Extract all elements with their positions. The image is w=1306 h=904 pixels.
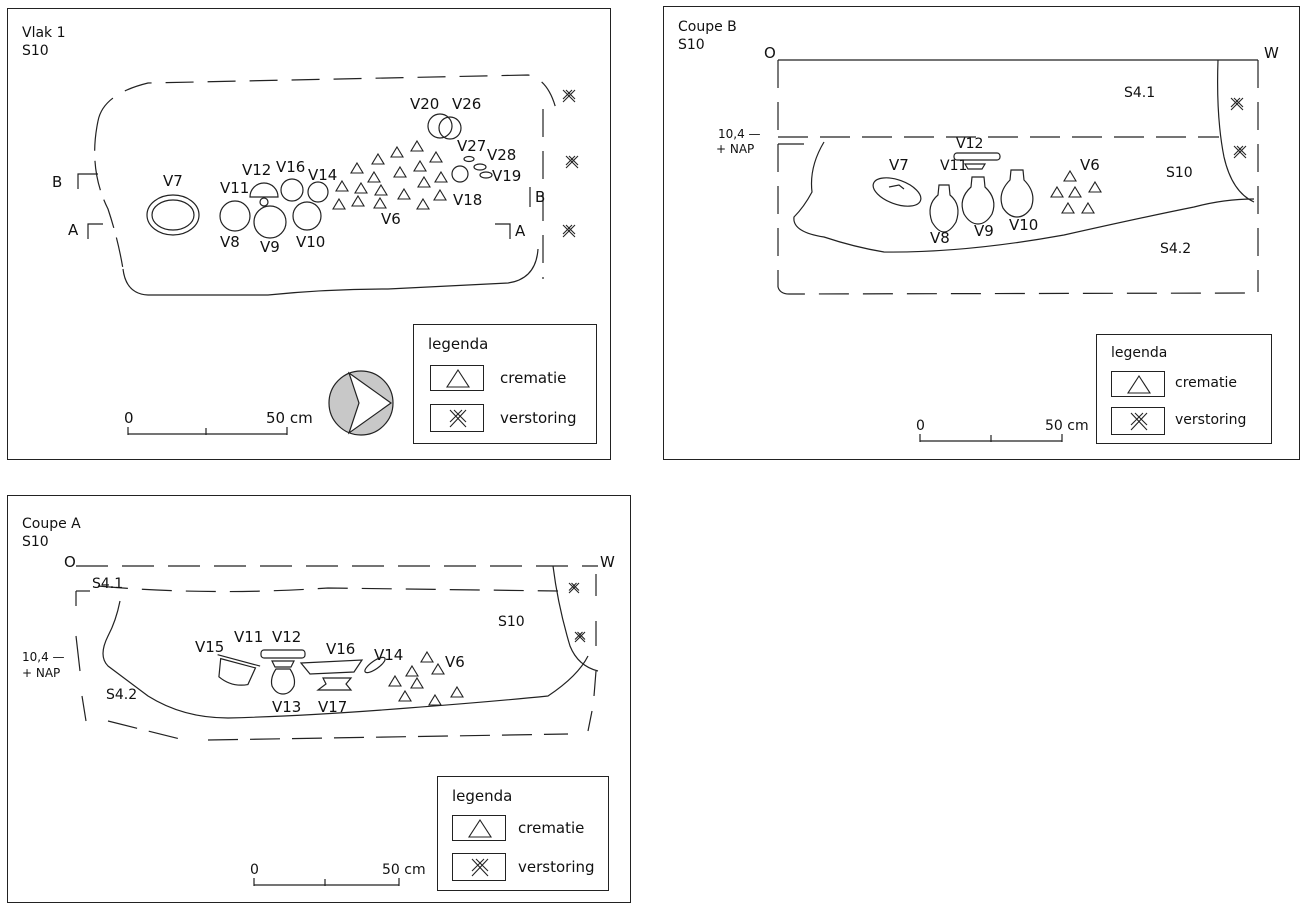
plan-title: Vlak 1 bbox=[22, 25, 66, 41]
coupe-a-label-v14: V14 bbox=[374, 646, 403, 664]
coupe-b-label-v11: V11 bbox=[940, 158, 967, 174]
legend-title: legenda bbox=[1111, 345, 1168, 361]
coupe-a-label-o: O bbox=[64, 553, 76, 571]
legend-label-crematie: crematie bbox=[518, 819, 585, 837]
coupe-a-label-v11: V11 bbox=[234, 628, 263, 646]
legend-label-verstoring: verstoring bbox=[518, 858, 595, 876]
legend-label-verstoring: verstoring bbox=[1175, 412, 1247, 428]
coupe-a-label-w: W bbox=[600, 553, 615, 571]
plan-label-v26: V26 bbox=[452, 95, 481, 113]
plan-label-v20: V20 bbox=[410, 95, 439, 113]
coupe-b-label-s4-1: S4.1 bbox=[1124, 85, 1155, 101]
plan-label-v9: V9 bbox=[260, 238, 280, 256]
coupe-b-title: Coupe B bbox=[678, 19, 737, 35]
plan-label-v12: V12 bbox=[242, 161, 271, 179]
plan-legend: legenda crematie verstoring bbox=[413, 324, 597, 444]
plan-label-v16: V16 bbox=[276, 158, 305, 176]
legend-title: legenda bbox=[428, 335, 489, 353]
pit-outline-bottom bbox=[122, 248, 539, 296]
plan-label-v7: V7 bbox=[163, 172, 183, 190]
coupe-a-subtitle: S10 bbox=[22, 534, 49, 550]
crematie-triangles bbox=[332, 139, 448, 210]
coupe-b-label-v8: V8 bbox=[930, 229, 950, 247]
cross-hatch-icon bbox=[452, 853, 506, 881]
coupe-b-label-v10: V10 bbox=[1009, 216, 1038, 234]
plan-label-v6: V6 bbox=[381, 210, 401, 228]
coupe-b-scale-zero: 0 bbox=[916, 418, 925, 434]
coupe-a-label-v6: V6 bbox=[445, 653, 465, 671]
coupe-a-scale-zero: 0 bbox=[250, 862, 259, 878]
plan-label-v14: V14 bbox=[308, 166, 337, 184]
coupe-b-label-v7: V7 bbox=[889, 156, 909, 174]
plan-label-a-right: A bbox=[515, 222, 526, 240]
coupe-a-label-level: 10,4 — bbox=[22, 650, 65, 664]
pit-outline-dashed bbox=[97, 74, 557, 122]
legend-label-crematie: crematie bbox=[1175, 375, 1237, 391]
coupe-b-subtitle: S10 bbox=[678, 37, 705, 53]
coupe-b-label-w: W bbox=[1264, 44, 1279, 62]
legend-label-verstoring: verstoring bbox=[500, 409, 577, 427]
plan-panel: Vlak 1 S10 bbox=[7, 8, 611, 460]
coupe-a-label-v13: V13 bbox=[272, 698, 301, 716]
coupe-b-label-nap: + NAP bbox=[716, 142, 754, 156]
plan-label-v28: V28 bbox=[487, 146, 516, 164]
plan-label-b-right: B bbox=[535, 188, 545, 206]
legend-title: legenda bbox=[452, 787, 513, 805]
north-arrow-icon bbox=[328, 370, 394, 436]
coupe-a-label-nap: + NAP bbox=[22, 666, 60, 680]
plan-scale-zero: 0 bbox=[124, 409, 134, 427]
coupe-b-label-s4-2: S4.2 bbox=[1160, 241, 1191, 257]
coupe-b-label-v6: V6 bbox=[1080, 156, 1100, 174]
verstoring-marks bbox=[562, 89, 579, 238]
triangle-icon bbox=[452, 815, 506, 841]
coupe-b-label-o: O bbox=[764, 44, 776, 62]
coupe-a-label-v15: V15 bbox=[195, 638, 224, 656]
coupe-a-label-s10: S10 bbox=[498, 614, 525, 630]
plan-label-v10: V10 bbox=[296, 233, 325, 251]
plan-label-b: B bbox=[52, 173, 62, 191]
plan-scale-bar bbox=[127, 427, 288, 435]
coupe-a-label-v17: V17 bbox=[318, 698, 347, 716]
plan-label-v19: V19 bbox=[492, 167, 521, 185]
coupe-a-scale-end: 50 cm bbox=[382, 862, 426, 878]
plan-subtitle: S10 bbox=[22, 43, 49, 59]
legend-label-crematie: crematie bbox=[500, 369, 567, 387]
plan-drawing: B A B A V7 V8 V9 V10 V11 V12 V16 V14 V6 … bbox=[52, 74, 579, 436]
coupe-b-drawing: O W S4.1 S10 S4.2 10,4 — + NAP V7 V8 V9 … bbox=[716, 44, 1279, 442]
coupe-a-label-s4-1: S4.1 bbox=[92, 576, 123, 592]
coupe-a-label-v12: V12 bbox=[272, 628, 301, 646]
plan-label-v8: V8 bbox=[220, 233, 240, 251]
coupe-a-title: Coupe A bbox=[22, 516, 81, 532]
coupe-a-panel: Coupe A S10 bbox=[7, 495, 631, 903]
coupe-b-legend: legenda crematie verstoring bbox=[1096, 334, 1272, 444]
pit-outline-left bbox=[94, 120, 124, 270]
coupe-a-label-s4-2: S4.2 bbox=[106, 687, 137, 703]
coupe-b-label-level: 10,4 — bbox=[718, 127, 761, 141]
coupe-b-scale-end: 50 cm bbox=[1045, 418, 1089, 434]
coupe-a-label-v16: V16 bbox=[326, 640, 355, 658]
plan-label-v18: V18 bbox=[453, 191, 482, 209]
plan-label-v27: V27 bbox=[457, 137, 486, 155]
triangle-icon bbox=[430, 365, 484, 391]
coupe-b-label-v12: V12 bbox=[956, 136, 983, 152]
coupe-a-drawing: O W S4.1 S10 S4.2 10,4 — + NAP V15 V11 V… bbox=[22, 553, 615, 886]
coupe-b-panel: Coupe B S10 bbox=[663, 6, 1300, 460]
coupe-b-label-s10: S10 bbox=[1166, 165, 1193, 181]
triangle-icon bbox=[1111, 371, 1165, 397]
coupe-b-label-v9: V9 bbox=[974, 222, 994, 240]
cross-hatch-icon bbox=[1111, 407, 1165, 435]
plan-label-v11: V11 bbox=[220, 179, 249, 197]
plan-scale-end: 50 cm bbox=[266, 409, 313, 427]
coupe-a-legend: legenda crematie verstoring bbox=[437, 776, 609, 891]
plan-label-a: A bbox=[68, 221, 79, 239]
cross-hatch-icon bbox=[430, 404, 484, 432]
